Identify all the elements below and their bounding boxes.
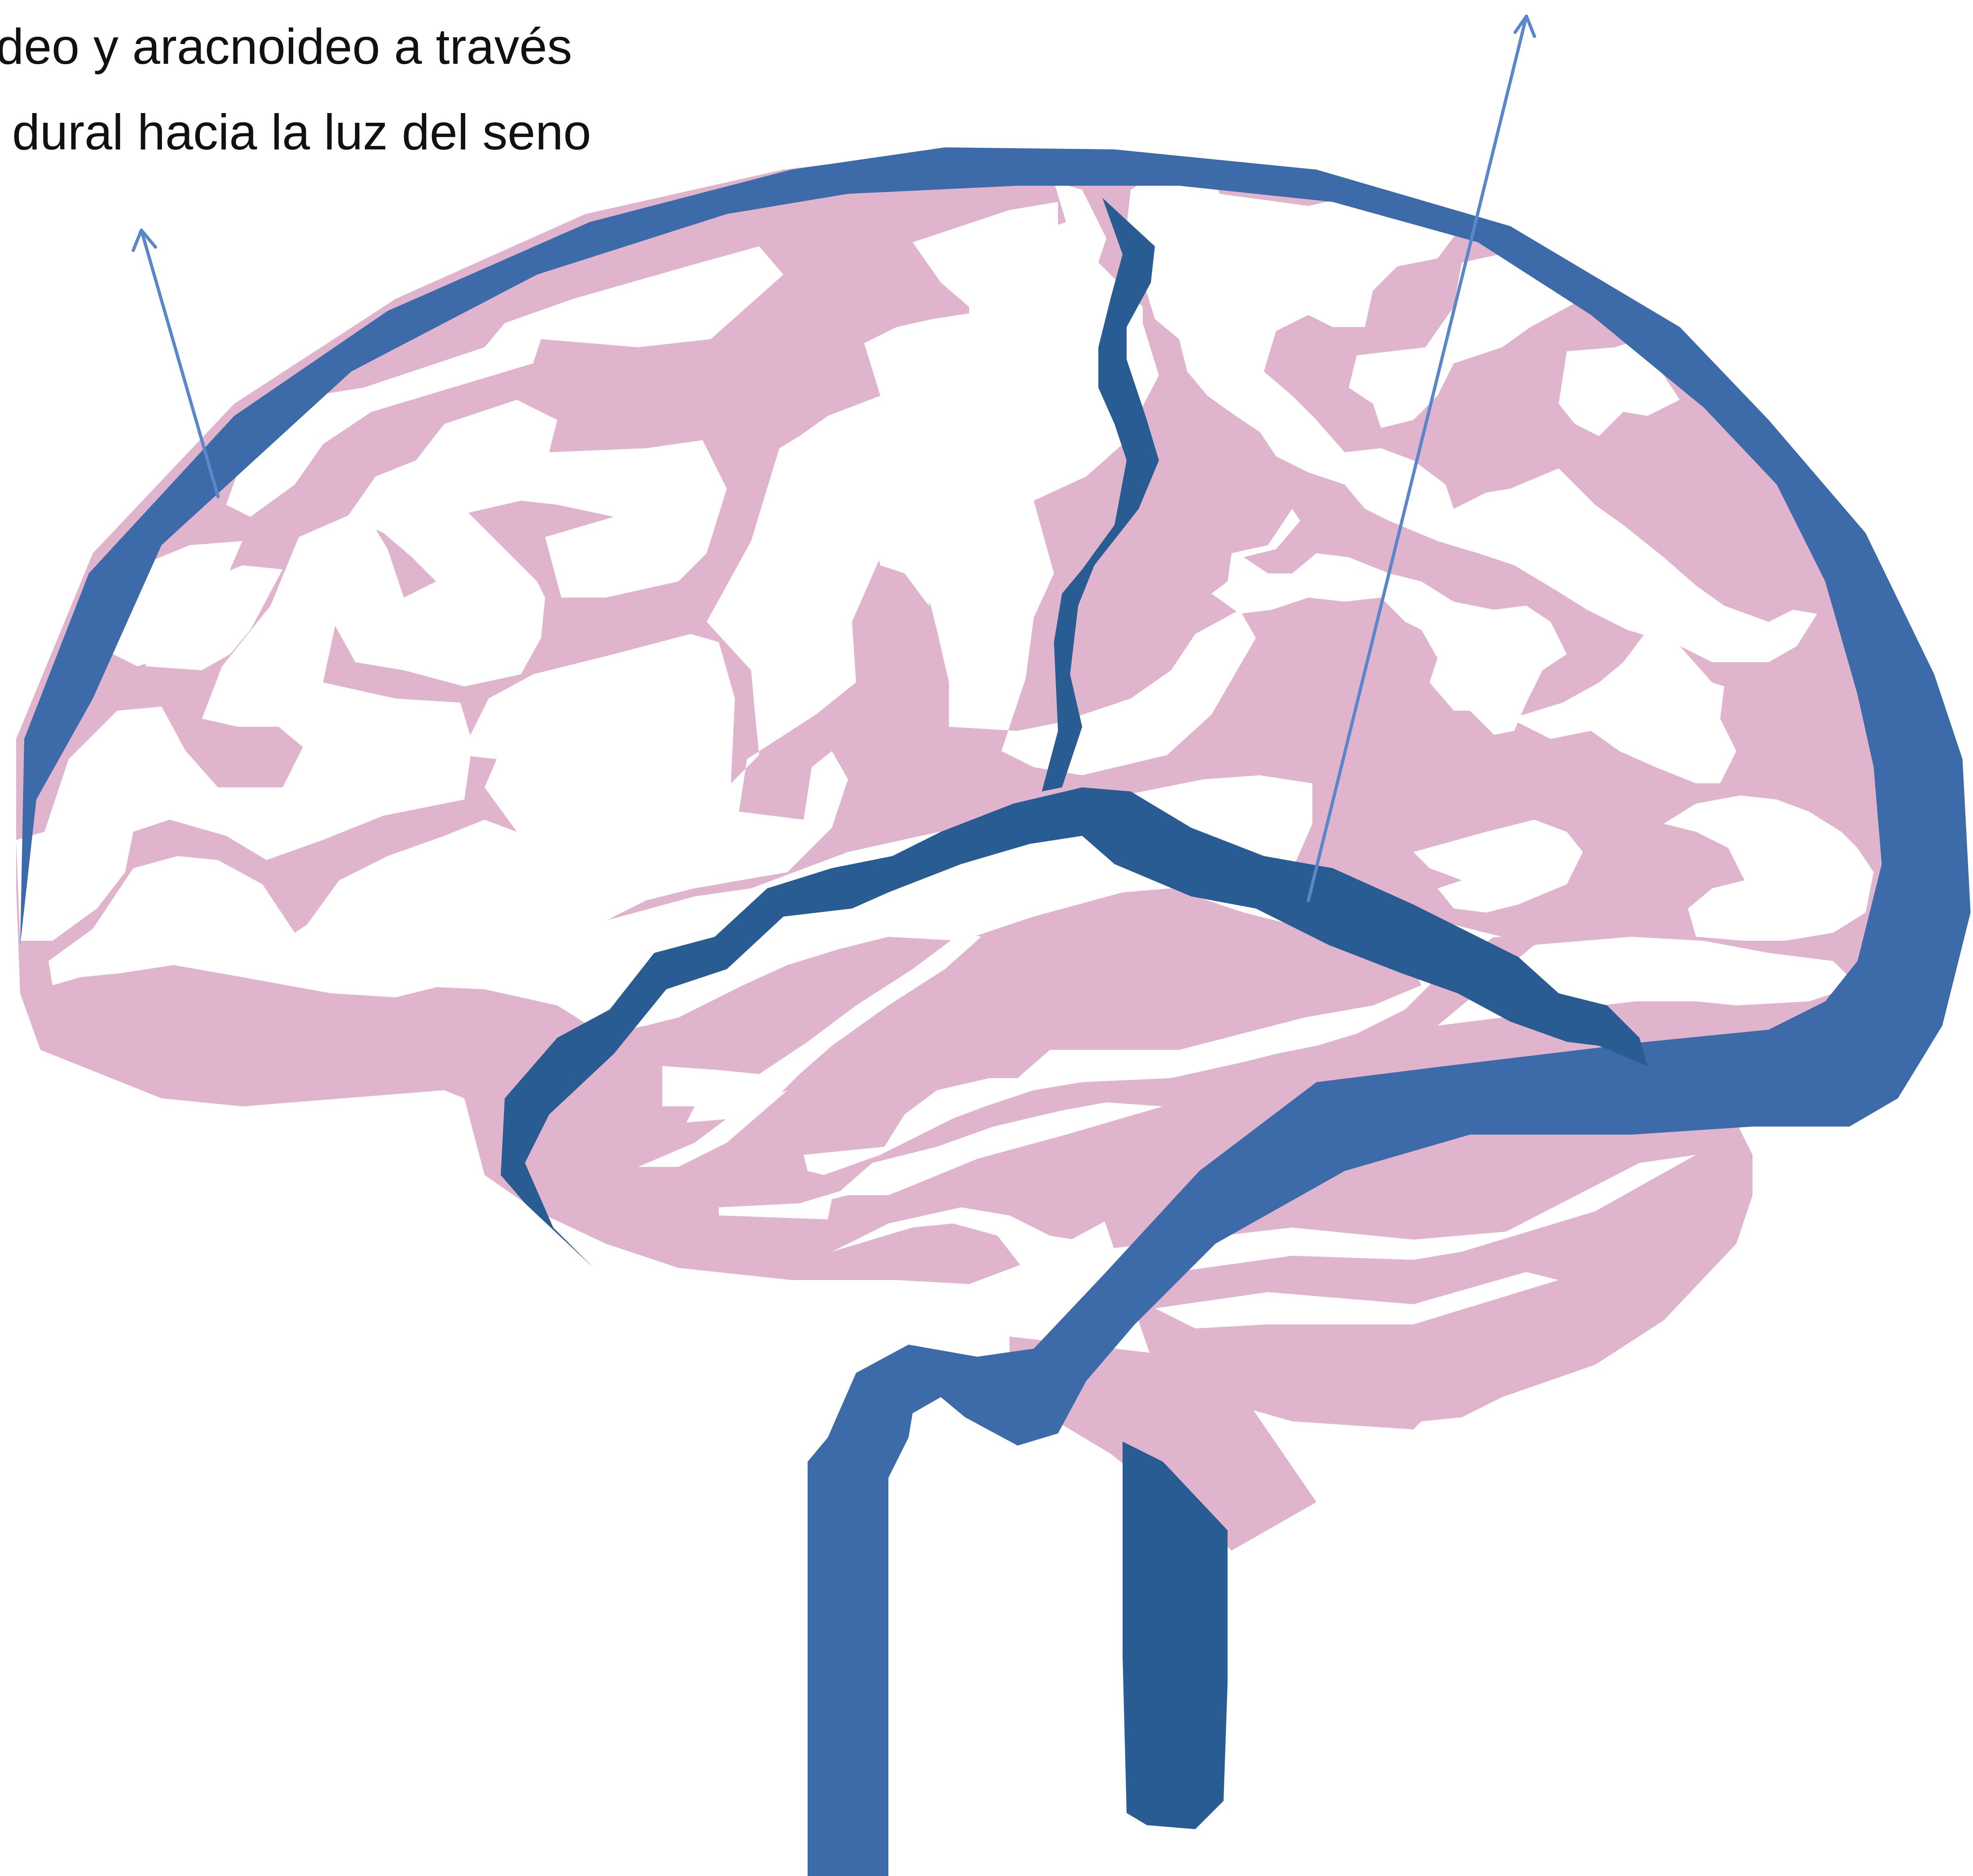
caption-line-2: dural hacia la luz del seno [12,105,591,160]
caption-line-1: deo y aracnoideo a través [0,19,572,75]
left-pointer-line [141,230,218,497]
caption: deo y aracnoideo a través dural hacia la… [0,19,591,160]
